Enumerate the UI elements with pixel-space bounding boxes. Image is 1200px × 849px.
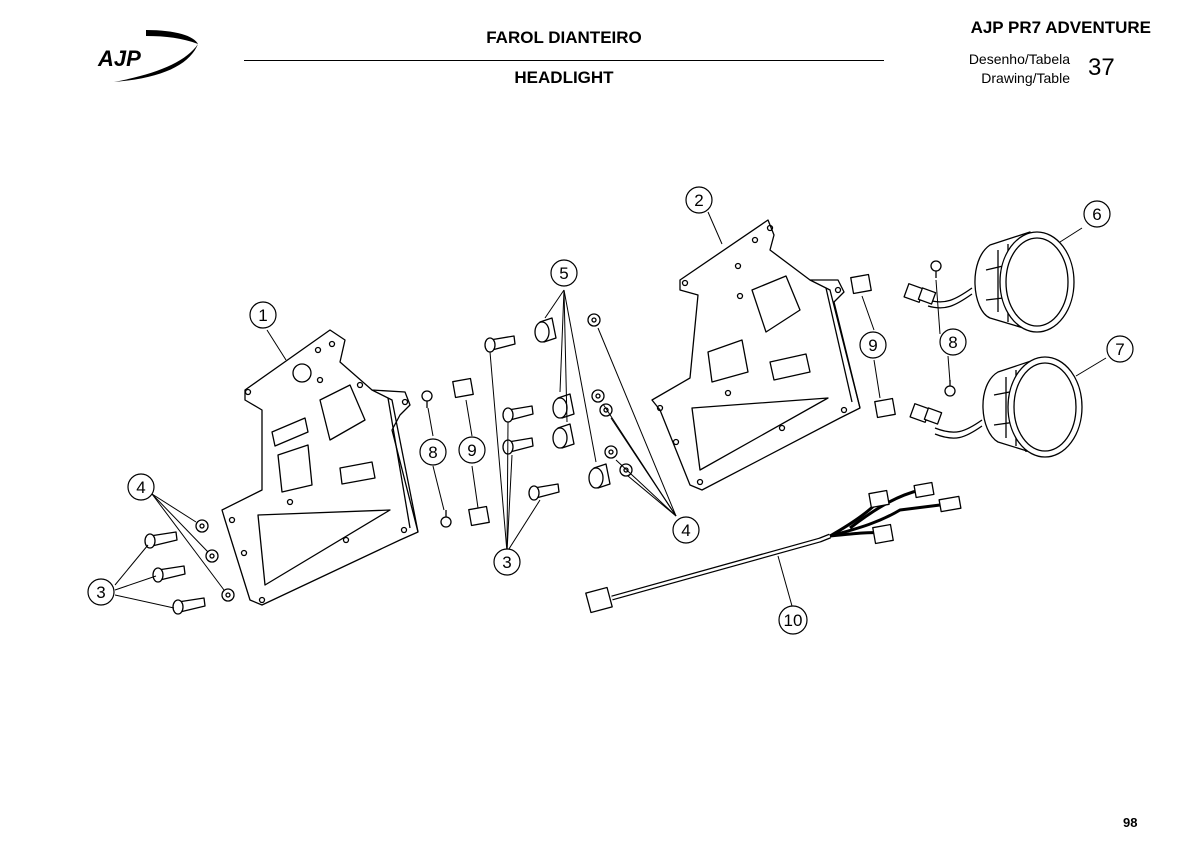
- callout-3-center: 3: [502, 553, 511, 572]
- page-title-pt: FAROL DIANTEIRO: [486, 28, 642, 47]
- headlight-lower-part: [909, 356, 1083, 458]
- callout-10: 10: [784, 611, 803, 630]
- bolts-part: [144, 335, 560, 615]
- callout-4-center: 4: [681, 521, 690, 540]
- callout-8-left: 8: [428, 443, 437, 462]
- callout-9-right: 9: [868, 336, 877, 355]
- headlight-upper-part: [903, 231, 1075, 333]
- drawing-table-label: Desenho/Tabela Drawing/Table: [969, 50, 1070, 88]
- page-title-en: HEADLIGHT: [514, 68, 614, 87]
- callout-4-left: 4: [136, 478, 145, 497]
- callout-5: 5: [559, 264, 568, 283]
- right-bracket-part: [651, 219, 861, 491]
- page-number: 98: [1123, 815, 1138, 830]
- callout-labels: 1 2 3 3 4 4 5 6 7 8 8 9 9 10: [87, 186, 1134, 635]
- table-number: 37: [1088, 54, 1115, 81]
- callout-1: 1: [258, 306, 267, 325]
- header-divider: [244, 60, 884, 61]
- callout-9-left: 9: [467, 441, 476, 460]
- clips-part: [452, 273, 896, 527]
- leader-lines: [114, 211, 1107, 609]
- callout-7: 7: [1115, 340, 1124, 359]
- left-bracket-part: [221, 329, 419, 606]
- ajp-logo: AJP: [97, 30, 198, 82]
- callout-3-left: 3: [96, 583, 105, 602]
- callout-2: 2: [694, 191, 703, 210]
- logo-text: AJP: [97, 46, 141, 71]
- callout-8-right: 8: [948, 333, 957, 352]
- washers-part: [195, 313, 633, 602]
- model-name: AJP PR7 ADVENTURE: [970, 18, 1151, 37]
- callout-6: 6: [1092, 205, 1101, 224]
- wiring-harness-part: [585, 481, 962, 614]
- spacers-part: [534, 317, 611, 489]
- drawing-label-pt: Desenho/Tabela: [968, 51, 1070, 67]
- drawing-label-en: Drawing/Table: [981, 70, 1070, 86]
